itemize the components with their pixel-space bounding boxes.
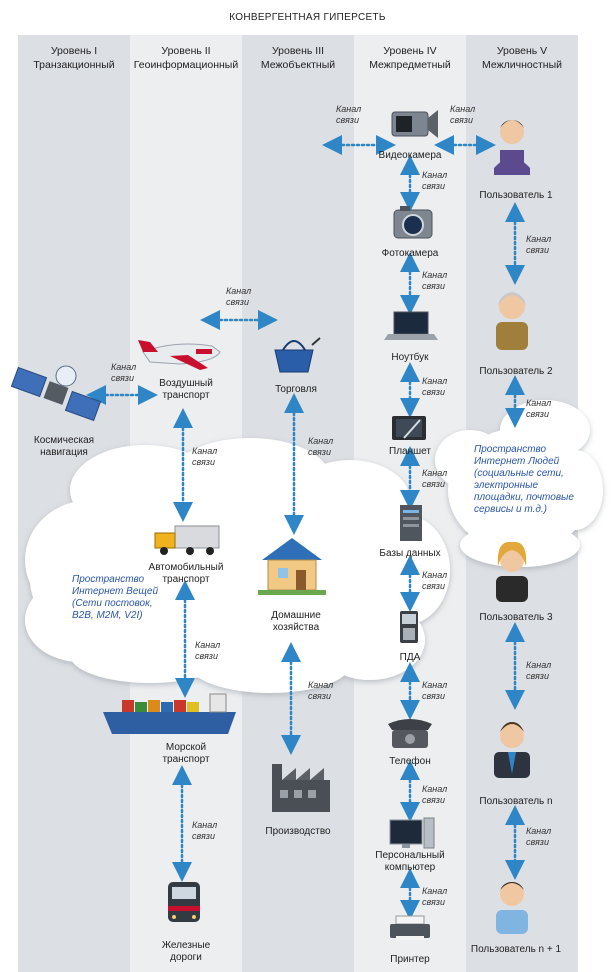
truck-icon	[154, 525, 220, 555]
user-n-icon	[494, 722, 530, 778]
plane-icon	[138, 340, 221, 370]
node-db: Базы данных	[379, 548, 441, 559]
pc-icon	[389, 817, 435, 849]
user-1-icon	[494, 120, 530, 175]
user-n1-icon	[496, 882, 528, 934]
house-icon	[258, 538, 326, 595]
videocamera-icon	[391, 110, 438, 138]
node-user1: Пользователь 1	[479, 190, 553, 201]
photocamera-icon	[393, 206, 433, 239]
node-usern1: Пользователь n + 1	[470, 944, 562, 955]
node-factory: Производство	[265, 826, 331, 837]
node-trade: Торговля	[275, 384, 317, 395]
tablet-icon	[392, 416, 426, 440]
node-printer: Принтер	[390, 954, 430, 965]
node-tablet: Планшет	[389, 446, 431, 457]
node-pda: ПДА	[399, 652, 421, 663]
node-camera: Фотокамера	[381, 248, 439, 259]
diagram-title: КОНВЕРГЕНТНАЯ ГИПЕРСЕТЬ	[229, 12, 386, 23]
node-laptop: Ноутбук	[391, 352, 429, 363]
pda-icon	[400, 611, 418, 643]
node-user2: Пользователь 2	[479, 366, 553, 377]
satellite-icon	[10, 365, 102, 422]
user-3-icon	[496, 541, 528, 602]
basket-icon	[274, 337, 321, 373]
laptop-icon	[384, 311, 438, 340]
node-user3: Пользователь 3	[479, 612, 553, 623]
ship-icon	[103, 693, 236, 734]
node-phone: Телефон	[389, 756, 431, 767]
node-usern: Пользователь n	[479, 796, 553, 807]
factory-icon	[272, 764, 330, 812]
user-2-icon	[496, 292, 528, 350]
server-icon	[400, 505, 422, 541]
train-icon	[168, 882, 200, 922]
printer-icon	[390, 915, 430, 940]
telephone-icon	[388, 719, 432, 748]
node-videocam: Видеокамера	[378, 150, 442, 161]
